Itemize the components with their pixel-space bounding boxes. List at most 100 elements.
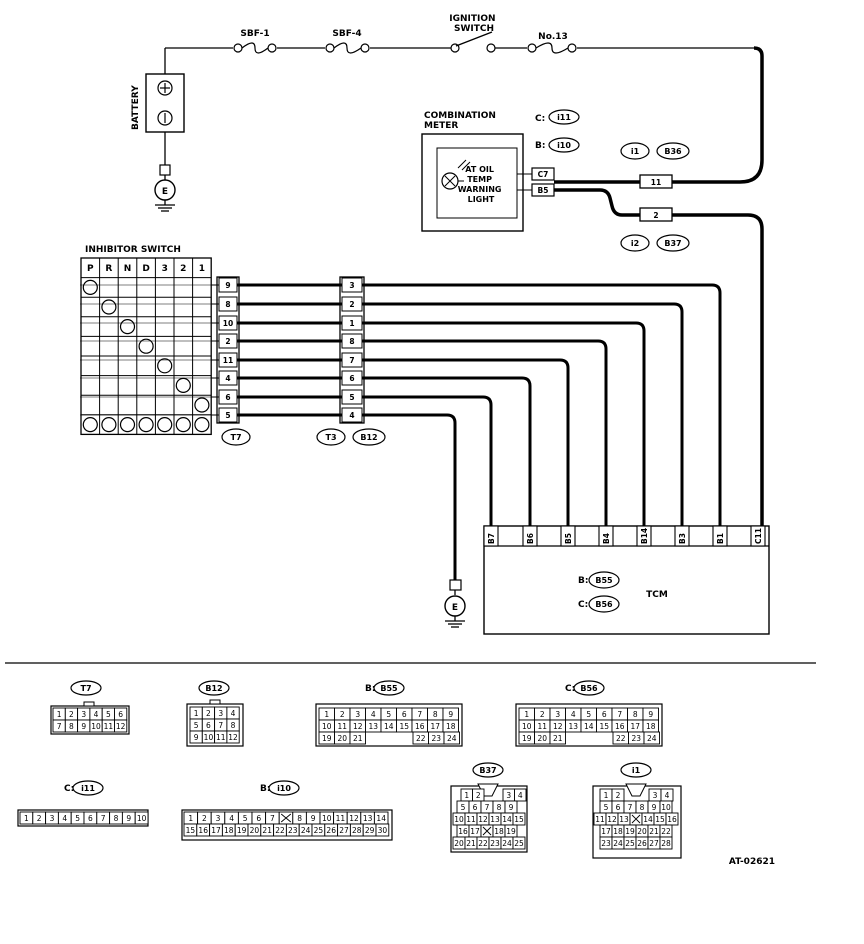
- joint-i2-connector: i2: [631, 239, 639, 248]
- conn-view-pin-10: 10: [661, 803, 671, 812]
- conn-view-pin-8: 8: [640, 803, 645, 812]
- conn-view-pin-14: 14: [643, 815, 653, 824]
- fuse-no13: No.13: [527, 32, 577, 54]
- conn-view-pin-8: 8: [497, 803, 502, 812]
- conn-view-pin-9: 9: [81, 722, 86, 731]
- conn-view-pin-9: 9: [509, 803, 514, 812]
- conn-view-pin-21: 21: [262, 826, 272, 835]
- conn-view-pin-11: 11: [336, 814, 346, 823]
- relay-to-ground-wire: [362, 413, 457, 580]
- tcm-c-connector: B56: [595, 600, 613, 609]
- conn-view-pin-6: 6: [206, 721, 211, 730]
- conn-view-pin-22: 22: [478, 839, 488, 848]
- tcm-pin-B3: B3: [678, 533, 687, 544]
- conn-view-pin-2: 2: [206, 709, 211, 718]
- conn-view-pin-8: 8: [114, 814, 119, 823]
- conn-view-pin-12: 12: [349, 814, 359, 823]
- inhibitor-contact: [82, 279, 98, 295]
- conn-view-pin-24: 24: [613, 839, 623, 848]
- conn-view-pin-23: 23: [631, 734, 641, 743]
- meter-b-prefix: B:: [535, 141, 545, 151]
- conn-view-pin-4: 4: [665, 791, 670, 800]
- conn-view-name-i1: i1: [632, 766, 641, 775]
- conn-view-pin-5: 5: [586, 710, 591, 719]
- inhibitor-contact: [82, 417, 98, 433]
- conn-view-pin-7: 7: [218, 721, 223, 730]
- conn-view-pin-1: 1: [464, 791, 469, 800]
- conn-view-pin-26: 26: [326, 826, 336, 835]
- meter-c-prefix: C:: [535, 114, 545, 124]
- conn-view-pin-21: 21: [353, 734, 363, 743]
- conn-view-pin-10: 10: [91, 722, 101, 731]
- fuse-no13-label: No.13: [538, 32, 568, 42]
- conn-view-label-oval: [472, 762, 504, 778]
- conn-view-pin-6: 6: [88, 814, 93, 823]
- t7-pin-8: 8: [225, 300, 230, 309]
- conn-view-pin-22: 22: [275, 826, 285, 835]
- tcm-ground: E: [444, 579, 466, 628]
- fuse-sbf1: SBF-1: [233, 29, 277, 54]
- conn-view-pin-15: 15: [186, 826, 196, 835]
- conn-view-pin-19: 19: [522, 734, 532, 743]
- conn-view-cell: [512, 836, 526, 850]
- tcm-pin-B7: B7: [487, 533, 496, 544]
- conn-view-pin-3: 3: [216, 814, 221, 823]
- inhibitor-position-R: R: [105, 264, 112, 274]
- t7-connector-label: T7: [221, 428, 251, 446]
- t7-pin-11: 11: [223, 356, 233, 365]
- conn-view-cell: [134, 811, 149, 825]
- conn-view-name-B55: B55: [380, 684, 398, 693]
- conn-view-pin-21: 21: [553, 734, 563, 743]
- conn-view-pin-5: 5: [386, 710, 391, 719]
- conn-view-pin-9: 9: [448, 710, 453, 719]
- conn-view-label-oval: [198, 680, 230, 696]
- ignition-switch-line2: SWITCH: [454, 24, 494, 34]
- conn-view-pin-3: 3: [506, 791, 511, 800]
- conn-view-pin-4: 4: [518, 791, 523, 800]
- conn-view-name-T7: T7: [80, 684, 91, 693]
- conn-view-pin-5: 5: [461, 803, 466, 812]
- conn-view-pin-5: 5: [194, 721, 199, 730]
- inhibitor-position-P: P: [87, 264, 94, 274]
- meter-output-wires: [554, 180, 764, 528]
- battery: BATTERY: [131, 73, 185, 180]
- tcm-ground-label: E: [452, 603, 458, 613]
- conn-view-pin-19: 19: [322, 734, 332, 743]
- conn-view-prefix: C:: [64, 784, 74, 794]
- conn-view-cell: [643, 731, 660, 745]
- conn-view-cell: [349, 731, 366, 745]
- t3-b12-connector-labels: T3 B12: [316, 428, 386, 446]
- conn-view-pin-18: 18: [224, 826, 234, 835]
- inhibitor-position-1: 1: [199, 264, 205, 274]
- conn-view-pin-4: 4: [231, 709, 236, 718]
- conn-view-pin-10: 10: [137, 814, 147, 823]
- conn-view-pin-23: 23: [490, 839, 500, 848]
- conn-view-label-oval: [268, 780, 300, 796]
- conn-view-pin-30: 30: [378, 826, 388, 835]
- conn-view-pin-6: 6: [602, 710, 607, 719]
- conn-view-cell: [114, 719, 128, 733]
- conn-view-pin-2: 2: [340, 710, 345, 719]
- conn-view-pin-29: 29: [365, 826, 375, 835]
- inhibitor-contact: [101, 417, 117, 433]
- conn-view-pin-25: 25: [314, 826, 324, 835]
- conn-view-pin-18: 18: [613, 827, 623, 836]
- tcm-pin-C11: C11: [754, 528, 763, 544]
- relay-pin-2: 2: [349, 300, 354, 309]
- conn-view-cell: [512, 812, 526, 826]
- conn-view-pin-28: 28: [352, 826, 362, 835]
- conn-view-pin-18: 18: [494, 827, 504, 836]
- b12-view-latch: [209, 699, 221, 705]
- conn-view-pin-4: 4: [94, 710, 99, 719]
- meter-pin-c7: C7: [538, 170, 549, 179]
- inhibitor-contact: [157, 417, 173, 433]
